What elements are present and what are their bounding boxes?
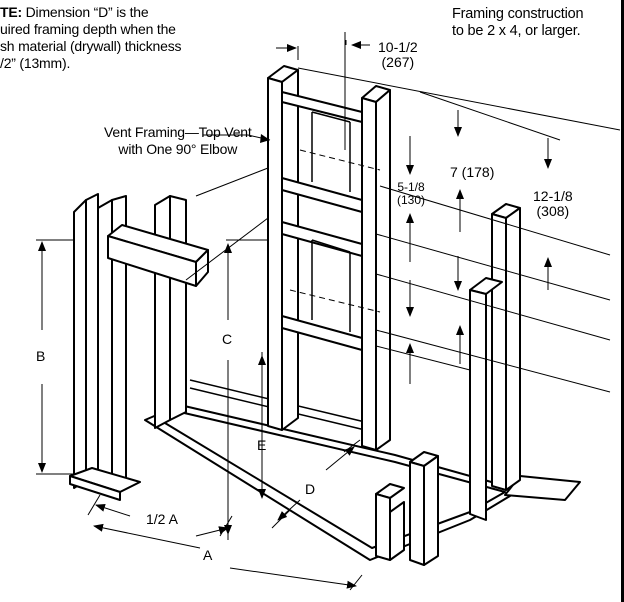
dim-height-5-mm: (130) <box>397 193 426 207</box>
dim-top-width: 10-1/2 (267) <box>378 40 418 70</box>
dim-label-a: A <box>203 547 213 563</box>
dim-top-width-mm: (267) <box>381 54 415 70</box>
note-line-4: /2” (13mm). <box>0 55 71 71</box>
dim-height-12: 12-1/8 (308) <box>533 189 573 219</box>
note-line-1-text: Dimension “D” is the <box>21 4 149 20</box>
vent-label-line-1: Vent Framing—Top Vent <box>104 124 252 140</box>
dim-label-b: B <box>36 348 46 364</box>
vent-chase-frame <box>267 65 391 451</box>
note-line-1: TE: Dimension “D” is the <box>0 4 181 21</box>
note-line-2: uired framing depth when the <box>0 21 176 37</box>
right-wall-frame <box>375 203 521 566</box>
framing-construction-note: Framing construction to be 2 x 4, or lar… <box>452 6 584 40</box>
framing-note-line-2: to be 2 x 4, or larger. <box>452 23 581 39</box>
dim-height-7: 7 (178) <box>450 164 495 180</box>
dim-top-width-frac: 10-1/2 <box>378 39 418 55</box>
dim-height-12-mm: (308) <box>536 203 570 219</box>
note-line-3: sh material (drywall) thickness <box>0 38 182 54</box>
framing-depth-note: TE: Dimension “D” is the uired framing d… <box>0 4 181 72</box>
dim-label-d: D <box>305 481 316 497</box>
dimension-arrows <box>38 40 552 589</box>
dim-label-e: E <box>257 437 267 453</box>
dim-height-12-frac: 12-1/8 <box>533 188 573 204</box>
dim-height-5-frac: 5-1/8 <box>397 180 425 194</box>
dim-height-5: 5-1/8 (130) <box>397 181 425 207</box>
dim-label-half-a: 1/2 A <box>146 511 178 527</box>
dim-label-c: C <box>222 331 233 347</box>
right-border <box>621 0 624 602</box>
framing-note-line-1: Framing construction <box>452 6 584 22</box>
vent-label-line-2: with One 90° Elbow <box>118 141 238 157</box>
note-prefix: TE: <box>0 4 22 20</box>
left-wall-frame <box>69 193 209 501</box>
vent-framing-label: Vent Framing—Top Vent with One 90° Elbow <box>104 124 252 158</box>
